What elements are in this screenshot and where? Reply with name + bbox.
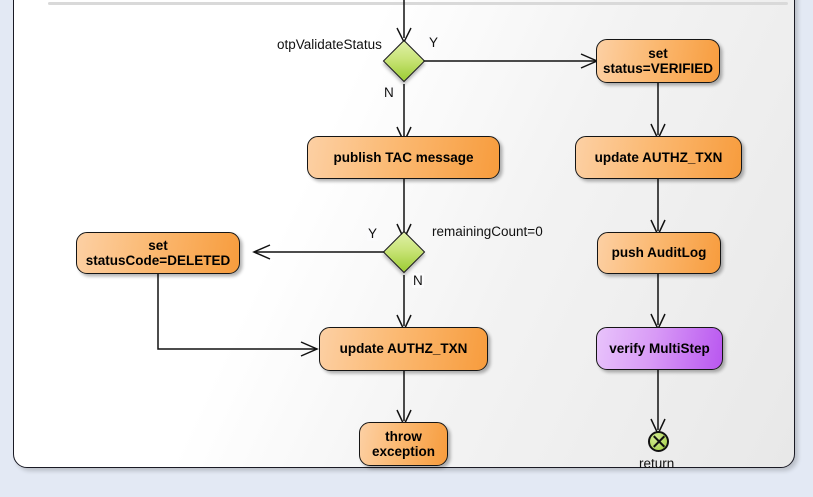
decision-remaining-count-label: remainingCount=0 — [432, 224, 543, 239]
action-set-status-code-deleted-line2: statusCode=DELETED — [85, 253, 231, 268]
top-edge-sliver — [48, 2, 788, 5]
action-publish-tac-message-label: publish TAC message — [333, 149, 474, 165]
action-throw-exception-line2: exception — [371, 444, 436, 459]
guard-otp-no: N — [383, 85, 395, 100]
decision-otp-label: otpValidateStatus — [277, 37, 382, 52]
action-throw-exception[interactable]: throw exception — [359, 422, 448, 466]
action-set-status-verified-line1: set — [648, 45, 668, 61]
action-push-auditlog[interactable]: push AuditLog — [597, 232, 721, 274]
action-publish-tac-message[interactable]: publish TAC message — [307, 136, 500, 179]
action-update-authz-txn-left-label: update AUTHZ_TXN — [339, 341, 468, 357]
action-update-authz-txn-right[interactable]: update AUTHZ_TXN — [575, 136, 742, 179]
guard-remaining-yes: Y — [367, 226, 379, 241]
action-push-auditlog-label: push AuditLog — [611, 245, 707, 261]
action-set-status-code-deleted-line1: set — [148, 237, 168, 253]
guard-remaining-no: N — [412, 273, 424, 288]
action-set-status-verified-line2: status=VERIFIED — [603, 61, 713, 76]
guard-otp-yes: Y — [428, 35, 440, 50]
subactivity-verify-multistep[interactable]: verify MultiStep — [596, 327, 723, 370]
action-set-status-code-deleted[interactable]: set statusCode=DELETED — [76, 232, 240, 274]
action-throw-exception-line1: throw — [385, 428, 422, 444]
flow-final-return-label: return — [639, 456, 675, 471]
action-update-authz-txn-left[interactable]: update AUTHZ_TXN — [319, 327, 488, 371]
edge-deleted-to-update — [157, 274, 316, 350]
arrowhead-set-deleted — [252, 244, 271, 260]
flow-final-return-node[interactable] — [648, 431, 669, 452]
action-update-authz-txn-right-label: update AUTHZ_TXN — [594, 149, 723, 165]
action-set-status-verified[interactable]: set status=VERIFIED — [596, 39, 720, 83]
arrowhead-update-left-side — [300, 341, 319, 357]
subactivity-verify-multistep-label: verify MultiStep — [609, 340, 710, 356]
